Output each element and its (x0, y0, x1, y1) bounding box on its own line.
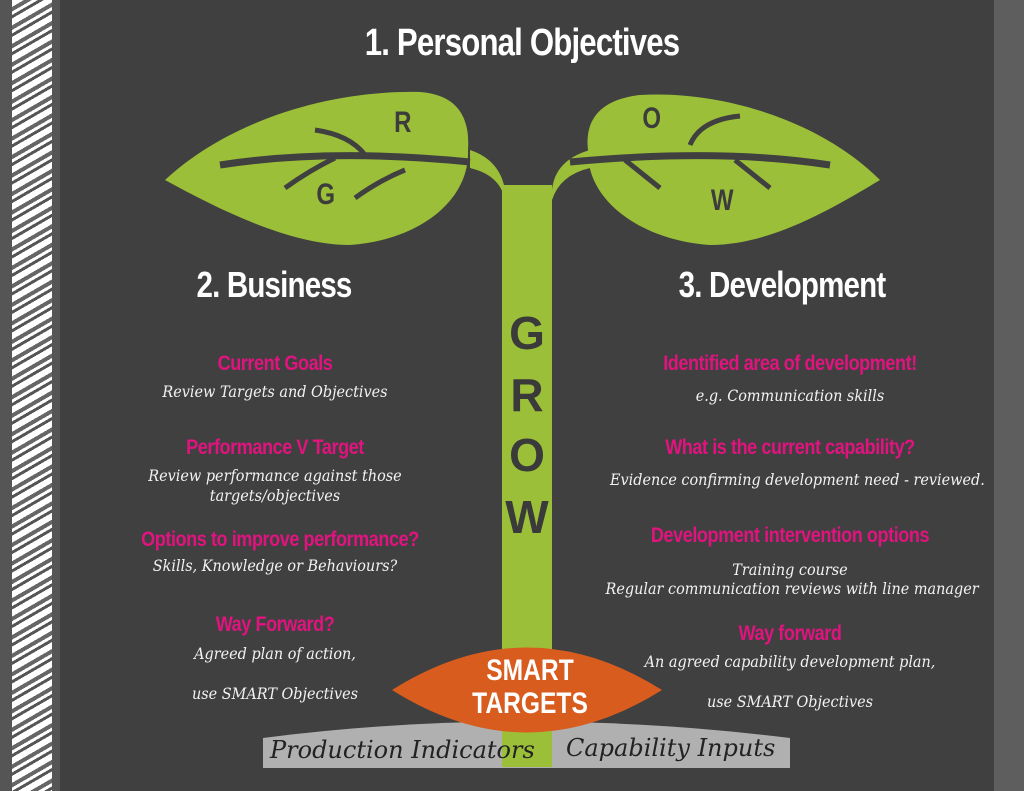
business-item-text: Review performance against those (148, 466, 402, 485)
smart-line-2: TARGETS (472, 687, 588, 720)
smart-targets-label: SMART TARGETS (456, 654, 604, 720)
leaf-letter-g: G (316, 178, 336, 211)
development-item-title: Identified area of development! (663, 352, 917, 375)
rope-border-decoration (12, 0, 52, 791)
stem-letter-g: G (509, 307, 545, 359)
stem-letter-o: O (509, 429, 545, 481)
development-item-text: An agreed capability development plan, (644, 652, 936, 671)
business-item-text: Agreed plan of action, (194, 644, 356, 663)
heading-business: 2. Business (196, 264, 352, 305)
leaf-letter-w: W (710, 184, 734, 217)
stem-letter-r: R (510, 369, 544, 421)
business-item-text: Skills, Knowledge or Behaviours? (152, 556, 398, 575)
development-item-text: Training course (732, 560, 848, 579)
business-item-title: Current Goals (217, 352, 333, 375)
smart-targets-lens (392, 647, 662, 733)
development-item-text: use SMART Objectives (706, 692, 874, 711)
development-item-text: e.g. Communication skills (695, 386, 885, 405)
development-item-text: Regular communication reviews with line … (605, 579, 979, 598)
leaf-letter-o: O (642, 102, 662, 135)
capability-inputs-label: Capability Inputs (566, 734, 776, 762)
business-item-text: targets/objectives (209, 486, 341, 505)
development-item-title: What is the current capability? (665, 436, 915, 459)
smart-line-1: SMART (486, 654, 574, 687)
right-leaf (587, 94, 880, 245)
right-border-strip (994, 0, 1024, 791)
business-item-title: Performance V Target (186, 436, 364, 459)
business-item-text: use SMART Objectives (191, 684, 359, 703)
leaf-letter-r: R (394, 106, 412, 139)
business-item-title: Options to improve performance? (141, 528, 419, 551)
production-indicators-label: Production Indicators (270, 736, 535, 764)
business-item-text: Review Targets and Objectives (162, 382, 388, 401)
development-item-title: Development intervention options (650, 524, 930, 547)
heading-development: 3. Development (678, 264, 887, 305)
development-item-title: Way forward (738, 622, 842, 645)
stem-letter-w: W (505, 491, 549, 543)
development-item-text: Evidence confirming development need - r… (610, 470, 985, 489)
business-item-title: Way Forward? (215, 613, 335, 636)
title-personal-objectives: 1. Personal Objectives (364, 22, 680, 64)
